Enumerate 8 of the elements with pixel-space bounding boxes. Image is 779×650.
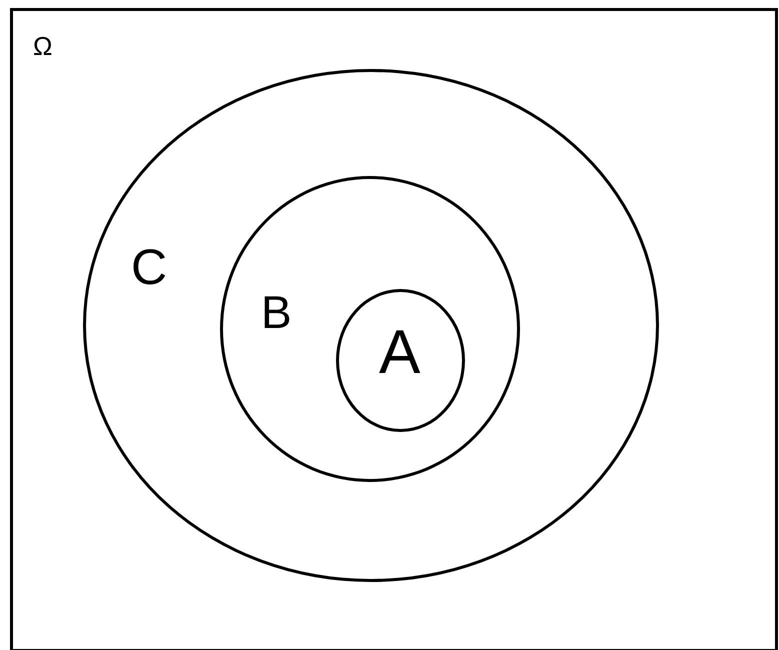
universal-set-rectangle (10, 8, 778, 650)
set-ellipse (336, 289, 465, 432)
set-label: B (261, 289, 292, 335)
set-label: Ω (33, 33, 52, 59)
set-label: A (379, 322, 420, 384)
set-ellipse (220, 176, 520, 482)
set-label: C (131, 242, 168, 292)
set-ellipse (83, 69, 659, 582)
